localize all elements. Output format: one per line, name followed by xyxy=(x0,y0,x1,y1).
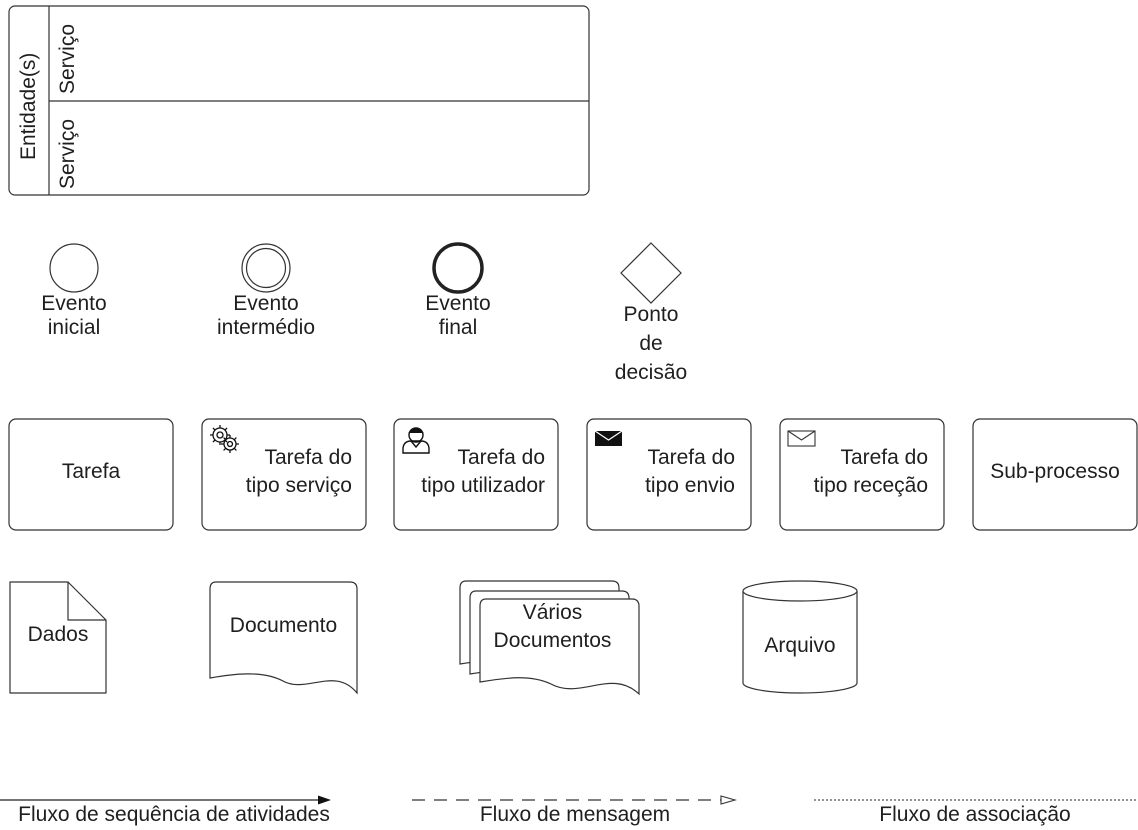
user-task-label: Tarefa do tipo utilizador xyxy=(421,446,545,497)
service-task-shape xyxy=(201,418,367,531)
lane-label-1: Serviço xyxy=(56,23,79,94)
association-flow-label: Fluxo de associação xyxy=(879,803,1071,826)
envelope-outline-icon xyxy=(787,430,816,447)
pool xyxy=(8,5,590,196)
document-shape xyxy=(209,581,358,695)
gateway-label: Ponto de decisão xyxy=(614,303,688,384)
document-label: Documento xyxy=(229,614,338,637)
task-label: Tarefa xyxy=(61,460,121,483)
subprocess-label: Sub-processo xyxy=(990,460,1120,483)
send-task-label: Tarefa do tipo envio xyxy=(645,446,735,497)
message-flow-label: Fluxo de mensagem xyxy=(479,803,671,826)
intermediate-event-label: Evento intermédio xyxy=(216,292,316,339)
multi-documents-shape xyxy=(459,580,640,696)
gateway-shape xyxy=(620,242,682,304)
archive-label: Arquivo xyxy=(764,634,836,657)
lane-label-2: Serviço xyxy=(56,118,79,189)
subprocess-shape xyxy=(972,418,1138,531)
gear-icon xyxy=(210,425,239,453)
start-event-shape xyxy=(49,243,99,293)
end-event-shape xyxy=(432,242,484,294)
envelope-filled-icon xyxy=(594,430,623,446)
receive-task-shape xyxy=(779,418,945,531)
sequence-flow-line xyxy=(0,795,331,805)
task-shape xyxy=(8,418,174,531)
user-task-shape xyxy=(393,418,559,531)
end-event-label: Evento final xyxy=(425,292,491,339)
message-flow-line xyxy=(412,795,738,805)
send-task-shape xyxy=(586,418,752,531)
intermediate-event-shape xyxy=(241,243,291,293)
start-event-label: Evento inicial xyxy=(41,292,107,339)
data-label: Dados xyxy=(27,623,89,646)
multi-documents-label: Vários Documentos xyxy=(493,601,612,652)
service-task-label: Tarefa do tipo serviço xyxy=(245,446,352,497)
receive-task-label: Tarefa do tipo receção xyxy=(813,446,928,497)
data-object-shape xyxy=(9,581,107,694)
archive-shape xyxy=(742,580,858,694)
sequence-flow-label: Fluxo de sequência de atividades xyxy=(18,803,330,826)
pool-entity-label: Entidade(s) xyxy=(17,52,40,160)
user-icon xyxy=(402,427,430,454)
